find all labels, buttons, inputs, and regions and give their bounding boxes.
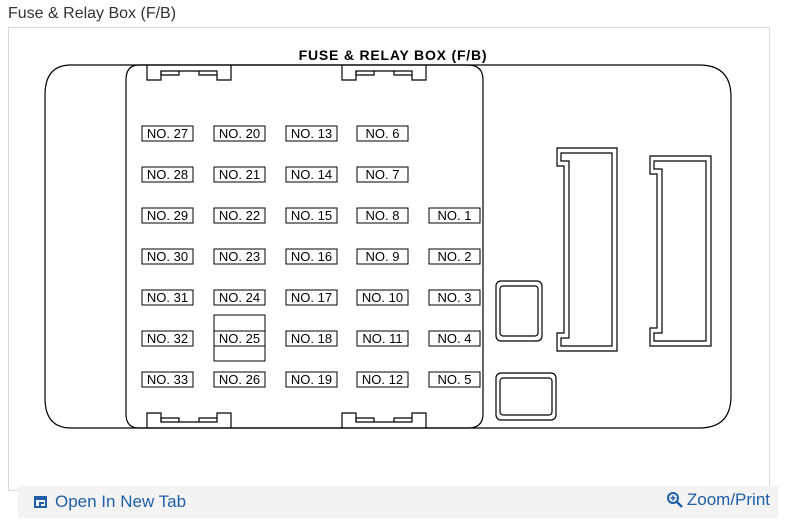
fuse-label: NO. 21 xyxy=(213,166,266,183)
fuse-label-text: NO. 9 xyxy=(366,249,400,264)
fuse-label: NO. 19 xyxy=(285,371,338,388)
fuse-label-text: NO. 25 xyxy=(219,331,260,346)
fuse-label-text: NO. 13 xyxy=(291,126,332,141)
fuse-label: NO. 29 xyxy=(141,207,194,224)
fuse-label-text: NO. 15 xyxy=(291,208,332,223)
fuse-label: NO. 8 xyxy=(356,207,409,224)
fuse-label: NO. 16 xyxy=(285,248,338,265)
fuse-label-text: NO. 6 xyxy=(366,126,400,141)
fuse-label: NO. 17 xyxy=(285,289,338,306)
fuse-label: NO. 33 xyxy=(141,371,194,388)
fuse-label-text: NO. 2 xyxy=(438,249,472,264)
fuse-label: NO. 32 xyxy=(141,330,194,347)
fuse-label-text: NO. 18 xyxy=(291,331,332,346)
fuse-label: NO. 2 xyxy=(428,248,481,265)
fuse-label: NO. 24 xyxy=(213,289,266,306)
fuse-label: NO. 10 xyxy=(356,289,409,306)
diagram-heading: FUSE & RELAY BOX (F/B) xyxy=(299,47,488,63)
fuse-label-text: NO. 23 xyxy=(219,249,260,264)
fuse-label: NO. 4 xyxy=(428,330,481,347)
fuse-label: NO. 3 xyxy=(428,289,481,306)
fuse-label: NO. 11 xyxy=(356,330,409,347)
page-title: Fuse & Relay Box (F/B) xyxy=(8,5,177,22)
fuse-label-text: NO. 12 xyxy=(362,372,403,387)
fuse-label: NO. 18 xyxy=(285,330,338,347)
open-in-new-tab-link[interactable]: Open In New Tab xyxy=(34,492,186,512)
fuse-label: NO. 23 xyxy=(213,248,266,265)
magnifier-icon xyxy=(666,492,683,508)
fuse-label: NO. 7 xyxy=(356,166,409,183)
fuse-label-text: NO. 29 xyxy=(147,208,188,223)
fuse-label-text: NO. 5 xyxy=(438,372,472,387)
fuse-label-text: NO. 32 xyxy=(147,331,188,346)
connector-left xyxy=(556,147,618,352)
fuse-label-text: NO. 33 xyxy=(147,372,188,387)
relay-slot-small-lower xyxy=(495,372,557,421)
fuse-label-text: NO. 22 xyxy=(219,208,260,223)
zoom-print-link[interactable]: Zoom/Print xyxy=(666,490,770,510)
relay-slot-small-upper xyxy=(495,280,543,342)
fuse-label: NO. 12 xyxy=(356,371,409,388)
fuse-label-text: NO. 16 xyxy=(291,249,332,264)
fuse-label: NO. 5 xyxy=(428,371,481,388)
fuse-label-text: NO. 24 xyxy=(219,290,260,305)
fuse-label-text: NO. 19 xyxy=(291,372,332,387)
fuse-label: NO. 30 xyxy=(141,248,194,265)
fuse-label-text: NO. 1 xyxy=(438,208,472,223)
fuse-label: NO. 31 xyxy=(141,289,194,306)
zoom-print-label: Zoom/Print xyxy=(686,490,770,509)
fuse-label: NO. 26 xyxy=(213,371,266,388)
fuse-label-text: NO. 26 xyxy=(219,372,260,387)
fuse-label-text: NO. 7 xyxy=(366,167,400,182)
fuse-label-text: NO. 11 xyxy=(362,331,402,346)
fuse-label-text: NO. 30 xyxy=(147,249,188,264)
fuse-label: NO. 9 xyxy=(356,248,409,265)
fuse-label: NO. 1 xyxy=(428,207,481,224)
fuse-label: NO. 14 xyxy=(285,166,338,183)
fuse-label-text: NO. 10 xyxy=(362,290,403,305)
fuse-label-text: NO. 3 xyxy=(438,290,472,305)
fuse-label-text: NO. 20 xyxy=(219,126,260,141)
fuse-label-text: NO. 14 xyxy=(291,167,332,182)
diagram-frame: FUSE & RELAY BOX (F/B) NO. 27 NO. 20 NO. 1… xyxy=(8,27,778,518)
fuse-label-text: NO. 8 xyxy=(366,208,400,223)
fuse-label: NO. 28 xyxy=(141,166,194,183)
fuse-label-text: NO. 4 xyxy=(438,331,472,346)
fuse-relay-box-diagram: FUSE & RELAY BOX (F/B) NO. 27 NO. 20 NO. 1… xyxy=(44,47,732,429)
fuse-label-text: NO. 21 xyxy=(219,167,260,182)
fuse-label: NO. 22 xyxy=(213,207,266,224)
fuse-label: NO. 13 xyxy=(285,125,338,142)
fuse-label-text: NO. 28 xyxy=(147,167,188,182)
fuse-label: NO. 6 xyxy=(356,125,409,142)
open-in-new-tab-icon xyxy=(34,496,47,508)
footer-bar: Open In New Tab Zoom/Print xyxy=(18,486,778,518)
connector-right xyxy=(649,155,712,347)
fuse-label-text: NO. 27 xyxy=(147,126,188,141)
fuse-label: NO. 25 xyxy=(213,314,266,362)
fuse-label: NO. 20 xyxy=(213,125,266,142)
fuse-label: NO. 15 xyxy=(285,207,338,224)
fuse-label: NO. 27 xyxy=(141,125,194,142)
open-in-new-tab-label: Open In New Tab xyxy=(55,492,187,511)
fuse-label-text: NO. 31 xyxy=(147,290,188,305)
fuse-label-text: NO. 17 xyxy=(291,290,332,305)
